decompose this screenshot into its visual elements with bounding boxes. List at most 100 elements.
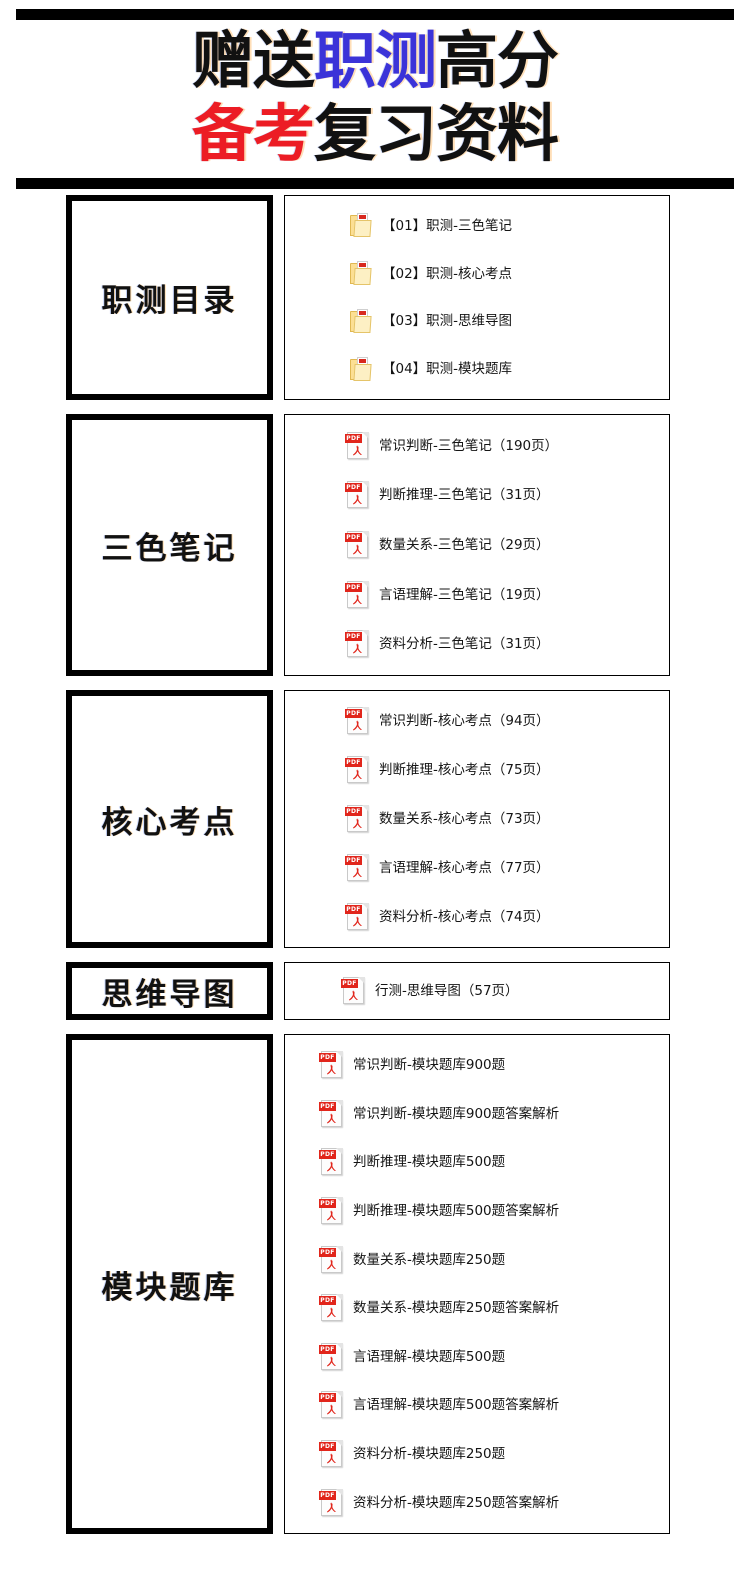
file-name-label: 言语理解-模块题库500题 — [353, 1348, 506, 1365]
pdf-fold-corner — [362, 902, 369, 910]
pdf-acrobat-glyph — [351, 866, 364, 879]
file-row[interactable]: 【02】职测-核心考点 — [285, 260, 669, 287]
section-label-box: 核心考点 — [66, 690, 273, 948]
file-name-label: 资料分析-模块题库250题答案解析 — [353, 1494, 560, 1511]
file-name-label: 言语理解-三色笔记（19页） — [379, 586, 550, 603]
pdf-icon: PDF — [345, 804, 370, 834]
folder-icon — [349, 308, 373, 335]
pdf-fold-corner — [362, 481, 369, 489]
file-row[interactable]: PDF 数量关系-核心考点（73页） — [285, 804, 669, 834]
pdf-acrobat-glyph — [325, 1403, 338, 1416]
pdf-fold-corner — [362, 804, 369, 812]
pdf-fold-corner — [362, 580, 369, 588]
pdf-icon: PDF — [319, 1439, 344, 1469]
pdf-band-label: PDF — [345, 709, 362, 719]
poster-header: 赠送职测高分 备考复习资料 — [0, 9, 750, 189]
folder-front-shape — [353, 268, 372, 286]
file-name-label: 行测-思维导图（57页） — [375, 983, 519, 999]
section-file-list: PDF 行测-思维导图（57页） — [284, 962, 670, 1020]
file-row[interactable]: 【01】职测-三色笔记 — [285, 212, 669, 239]
file-row[interactable]: PDF 行测-思维导图（57页） — [285, 976, 669, 1006]
file-name-label: 数量关系-模块题库250题 — [353, 1251, 506, 1268]
pdf-band-label: PDF — [319, 1344, 336, 1354]
pdf-icon: PDF — [319, 1050, 344, 1080]
folder-front-shape — [353, 315, 372, 333]
file-row[interactable]: PDF 言语理解-三色笔记（19页） — [285, 580, 669, 610]
pdf-acrobat-glyph — [325, 1452, 338, 1465]
pdf-band-label: PDF — [319, 1247, 336, 1257]
file-name-label: 数量关系-核心考点（73页） — [379, 810, 550, 827]
folder-front-shape — [353, 363, 372, 381]
file-row[interactable]: PDF 判断推理-模块题库500题 — [285, 1147, 669, 1177]
pdf-icon: PDF — [319, 1147, 344, 1177]
pdf-band-label: PDF — [319, 1053, 336, 1063]
file-row[interactable]: PDF 常识判断-模块题库900题答案解析 — [285, 1099, 669, 1129]
pdf-fold-corner — [336, 1391, 343, 1399]
pdf-fold-corner — [358, 977, 365, 984]
file-row[interactable]: PDF 言语理解-模块题库500题 — [285, 1342, 669, 1372]
pdf-acrobat-glyph — [351, 768, 364, 781]
pdf-icon: PDF — [345, 755, 370, 785]
file-row[interactable]: PDF 数量关系-模块题库250题 — [285, 1245, 669, 1275]
file-row[interactable]: 【03】职测-思维导图 — [285, 308, 669, 335]
title-segment-black: 赠送 — [191, 24, 315, 97]
file-name-label: 常识判断-模块题库900题答案解析 — [353, 1105, 560, 1122]
file-row[interactable]: 【04】职测-模块题库 — [285, 356, 669, 383]
pdf-band-label: PDF — [319, 1442, 336, 1452]
file-name-label: 判断推理-模块题库500题 — [353, 1154, 506, 1171]
file-name-label: 资料分析-模块题库250题 — [353, 1446, 506, 1463]
title-segment-black: 复习资料 — [314, 97, 559, 170]
section-label-box: 思维导图 — [66, 962, 273, 1020]
pdf-acrobat-glyph — [325, 1258, 338, 1271]
pdf-icon: PDF — [319, 1245, 344, 1275]
section-label-text: 思维导图 — [101, 976, 238, 1013]
pdf-acrobat-glyph — [351, 493, 364, 506]
pdf-fold-corner — [362, 530, 369, 538]
pdf-icon: PDF — [319, 1390, 344, 1420]
file-row[interactable]: PDF 资料分析-模块题库250题 — [285, 1439, 669, 1469]
section-4: 思维导图 PDF 行测-思维导图（57页） — [0, 962, 750, 1020]
pdf-band-label: PDF — [345, 433, 362, 443]
pdf-icon: PDF — [341, 976, 366, 1006]
pdf-acrobat-glyph — [351, 543, 364, 556]
pdf-acrobat-glyph — [325, 1063, 338, 1076]
pdf-icon: PDF — [345, 629, 370, 659]
section-1: 职测目录【01】职测-三色笔记【02】职测-核心考点【03】职测-思维导图【04… — [0, 195, 750, 400]
pdf-band-label: PDF — [345, 632, 362, 642]
pdf-acrobat-glyph — [325, 1209, 338, 1222]
pdf-band-label: PDF — [345, 532, 362, 542]
pdf-band-label: PDF — [345, 582, 362, 592]
pdf-band-label: PDF — [345, 806, 362, 816]
pdf-band-label: PDF — [345, 855, 362, 865]
pdf-fold-corner — [336, 1051, 343, 1059]
section-file-list: 【01】职测-三色笔记【02】职测-核心考点【03】职测-思维导图【04】职测-… — [284, 195, 670, 400]
title-segment-blue: 职测 — [313, 24, 437, 97]
header-top-rule — [16, 9, 734, 20]
pdf-icon: PDF — [319, 1099, 344, 1129]
pdf-acrobat-glyph — [325, 1306, 338, 1319]
file-name-label: 【02】职测-核心考点 — [382, 265, 513, 282]
folder-document-band — [359, 310, 366, 315]
file-name-label: 判断推理-三色笔记（31页） — [379, 487, 550, 504]
pdf-fold-corner — [336, 1197, 343, 1205]
file-name-label: 【01】职测-三色笔记 — [382, 217, 513, 234]
pdf-icon: PDF — [345, 580, 370, 610]
file-name-label: 判断推理-模块题库500题答案解析 — [353, 1203, 560, 1220]
pdf-acrobat-glyph — [351, 817, 364, 830]
